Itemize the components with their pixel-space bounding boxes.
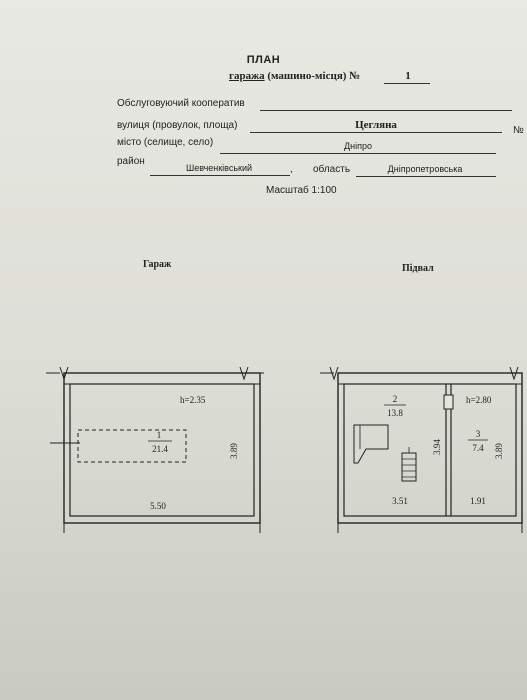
region-comma: , [290, 164, 293, 175]
object-number-sign: № [349, 70, 361, 82]
basement-room3-area: 7.4 [472, 443, 484, 453]
bleed-through-text [262, 24, 265, 36]
region-label: область [313, 164, 351, 175]
region-underline [356, 176, 496, 177]
basement-room3-number: 3 [476, 429, 481, 439]
object-number-underline [384, 83, 430, 84]
cooperative-underline [260, 110, 512, 111]
district-value: Шевченківський [185, 163, 253, 173]
street-value: Цегляна [355, 119, 397, 131]
basement-height-label: h=2.80 [466, 395, 492, 405]
city-value: Дніпро [344, 141, 372, 151]
garage-inspection-pit [77, 429, 187, 463]
basement-door-opening [443, 394, 454, 410]
city-underline [220, 153, 496, 154]
object-type: гаража [229, 70, 265, 82]
cooperative-label: Обслуговуючий кооператив [117, 98, 245, 109]
basement-room2-number: 2 [393, 394, 398, 404]
garage-floor-plan: h=2.35 1 21.4 5.50 3.89 [46, 366, 264, 533]
basement-room2-area: 13.8 [387, 408, 403, 418]
district-underline [150, 175, 290, 176]
basement-width-right-dim: 1.91 [470, 496, 486, 506]
scale-label: Масштаб 1:100 [266, 185, 337, 196]
garage-width-dim: 5.50 [150, 501, 166, 511]
street-number-sign: № [513, 125, 524, 136]
basement-outer-wall [337, 372, 523, 524]
district-label: район [117, 156, 145, 167]
basement-floor-plan: h=2.80 2 13.8 3 7.4 3.94 3.89 3.51 1.91 [320, 366, 523, 533]
city-label: місто (селище, село) [117, 137, 213, 148]
garage-plan-title: Гараж [143, 259, 172, 270]
basement-wall-break-left [329, 366, 339, 381]
region-value: Дніпропетровська [387, 164, 463, 174]
basement-stair-block [353, 424, 389, 464]
object-line: гаража (машино-місця) № [229, 70, 360, 82]
garage-room-number: 1 [157, 430, 162, 440]
basement-width-left-dim: 3.51 [392, 496, 408, 506]
garage-room-area: 21.4 [152, 444, 168, 454]
garage-wall-break-right [239, 366, 249, 381]
document-title: ПЛАН [246, 54, 281, 66]
street-underline [250, 132, 502, 133]
garage-depth-dim: 3.89 [229, 443, 239, 459]
city-label-text: місто (селище, село) [117, 137, 214, 148]
garage-outer-wall [63, 372, 261, 524]
garage-height-label: h=2.35 [180, 395, 206, 405]
basement-depth-dim: 3.89 [494, 443, 504, 459]
street-label: вулиця (провулок, площа) [117, 120, 238, 131]
basement-inner-dim: 3.94 [432, 439, 442, 455]
object-type-hint: (машино-місця) [267, 70, 347, 82]
basement-wall-break-right [509, 366, 519, 381]
object-number: 1 [405, 70, 411, 82]
basement-plan-title: Підвал [402, 263, 434, 274]
